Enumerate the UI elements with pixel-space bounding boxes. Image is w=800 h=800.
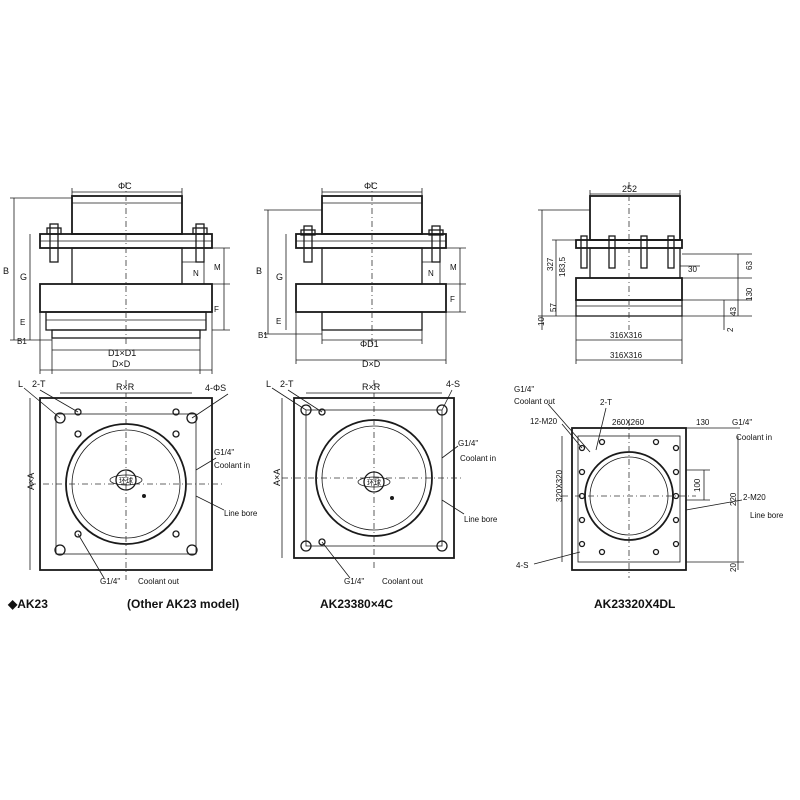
drawing-3-plan: G1/4" Coolant out 2-T 12-M20 260X260 130… — [514, 385, 784, 611]
drawing-2-plan: 环球 R×R L 2-T 4-S A×A G1/4" Coolant in Li… — [266, 379, 498, 611]
d3-bolt-holes — [578, 438, 680, 556]
drawing-3-elevation: 252 327 183,5 57 10 30 63 130 43 2 316X3… — [537, 182, 754, 364]
d2-f-label: F — [450, 295, 455, 304]
d2-axa-label: A×A — [272, 469, 282, 486]
d1-n-label: N — [193, 269, 199, 278]
d3-260-label: 260X260 — [612, 418, 645, 427]
drawing-2-elevation: ΦC B G E B1 N M F ΦD1 D×D — [256, 181, 466, 369]
d3-130-label: 130 — [696, 418, 710, 427]
d2-4s-label: 4-S — [446, 379, 460, 389]
d3-30-label: 30 — [688, 265, 697, 274]
d3-coolant-out-label: Coolant out — [514, 397, 556, 406]
d3-g14-right-label: G1/4" — [732, 418, 752, 427]
d2-coolant-out-label: Coolant out — [382, 577, 424, 586]
d3-183-label: 183,5 — [558, 256, 567, 277]
d1-e-label: E — [20, 318, 25, 327]
d3-316a-label: 316X316 — [610, 331, 643, 340]
d2-dxd-label: D×D — [362, 359, 381, 369]
d3-g14-top-label: G1/4" — [514, 385, 534, 394]
d2-brand-logo-icon: 环球 — [357, 471, 394, 500]
d3-2-label: 2 — [726, 327, 735, 332]
d3-20-label: 20 — [729, 563, 738, 572]
d1-g14-out-label: G1/4" — [100, 577, 120, 586]
d1-coolant-in-label: Coolant in — [214, 461, 250, 470]
d2-e-label: E — [276, 317, 281, 326]
d1-l-label: L — [18, 379, 23, 389]
d1-line-bore-label: Line bore — [224, 509, 258, 518]
d3-63-label: 63 — [745, 261, 754, 270]
d1-rxr-label: R×R — [116, 382, 135, 392]
d1-d1xd1-label: D1×D1 — [108, 348, 136, 358]
svg-text:环球: 环球 — [367, 478, 381, 487]
d1-b1-label: B1 — [17, 337, 27, 346]
d2-n-label: N — [428, 269, 434, 278]
d3-line-bore-label: Line bore — [750, 511, 784, 520]
d3-coolant-in-label: Coolant in — [736, 433, 772, 442]
d3-220-label: 220 — [729, 492, 738, 506]
d1-f-label: F — [214, 305, 219, 314]
d1-2t-label: 2-T — [32, 379, 46, 389]
d2-phi-d1-label: ΦD1 — [360, 339, 379, 349]
d1-brand-logo-icon: 环球 — [109, 469, 146, 498]
d3-2m20-label: 2-M20 — [743, 493, 766, 502]
svg-text:环球: 环球 — [119, 476, 133, 485]
d1-g-label: G — [20, 272, 27, 282]
d3-43-label: 43 — [729, 307, 738, 316]
d2-b-label: B — [256, 266, 262, 276]
d3-252-label: 252 — [622, 184, 637, 194]
d1-4-phi-s-label: 4-ΦS — [205, 383, 226, 393]
d3-4s-label: 4-S — [516, 561, 528, 570]
d1-coolant-out-label: Coolant out — [138, 577, 180, 586]
d3-12m20-label: 12-M20 — [530, 417, 558, 426]
d2-coolant-in-label: Coolant in — [460, 454, 496, 463]
d2-g14-label: G1/4" — [458, 439, 478, 448]
d1-caption: ◆AK23 — [7, 597, 48, 611]
d3-316b-label: 316X316 — [610, 351, 643, 360]
d2-g-label: G — [276, 272, 283, 282]
d2-caption: AK23380×4C — [320, 597, 393, 611]
d1-m-label: M — [214, 263, 221, 272]
d1-axa-label: A×A — [26, 473, 36, 490]
d1-caption-2: (Other AK23 model) — [127, 597, 239, 611]
d1-dxd-label: D×D — [112, 359, 131, 369]
d3-57-label: 57 — [549, 303, 558, 312]
d3-2t-label: 2-T — [600, 398, 612, 407]
d3-320-label: 320X320 — [555, 469, 564, 502]
d3-10-label: 10 — [537, 317, 546, 326]
d2-phi-c-label: ΦC — [364, 181, 378, 191]
d3-327-label: 327 — [546, 257, 555, 271]
d3-100-label: 100 — [693, 478, 702, 492]
drawing-1-elevation: ΦC B G E B1 N M F D1×D1 D×D — [3, 181, 230, 374]
d1-b-label: B — [3, 266, 9, 276]
d2-b1-label: B1 — [258, 331, 268, 340]
d1-phi-c-label: ΦC — [118, 181, 132, 191]
d2-2t-label: 2-T — [280, 379, 294, 389]
drawing-1-plan: 环球 R×R L 2-T 4-ΦS A×A G1/4" Coolant in L… — [7, 379, 258, 611]
d2-l-label: L — [266, 379, 271, 389]
d2-line-bore-label: Line bore — [464, 515, 498, 524]
d2-m-label: M — [450, 263, 457, 272]
d2-rxr-label: R×R — [362, 382, 381, 392]
d1-g14-label: G1/4" — [214, 448, 234, 457]
d3-caption: AK23320X4DL — [594, 597, 675, 611]
d2-g14-out-label: G1/4" — [344, 577, 364, 586]
d3-130-label: 130 — [745, 287, 754, 301]
